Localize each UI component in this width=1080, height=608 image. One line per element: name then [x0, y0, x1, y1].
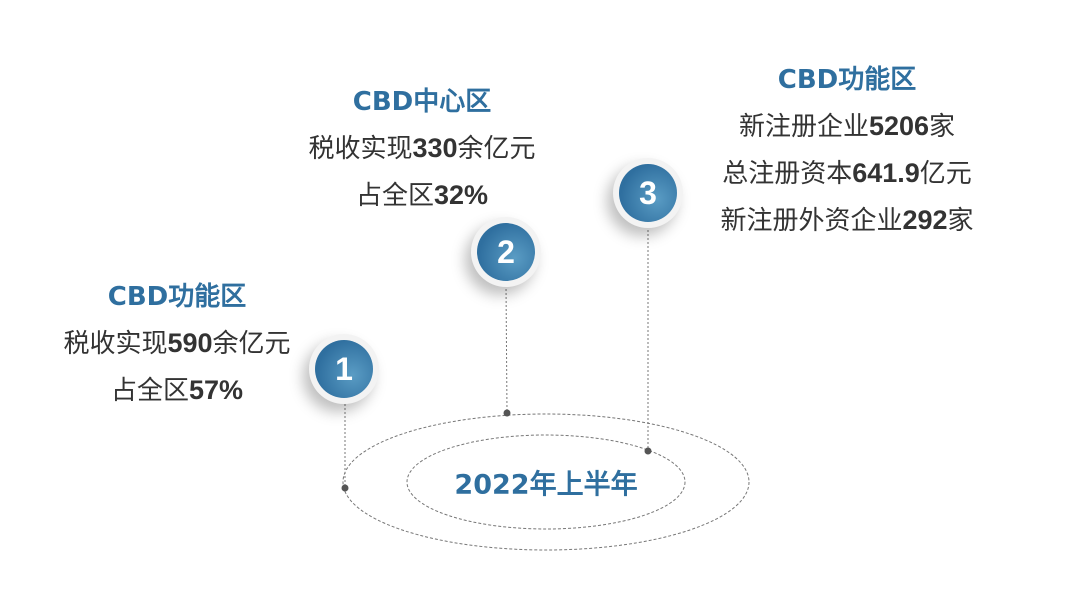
- number-badge-1: 1: [309, 334, 379, 404]
- stat-text: 亿元: [919, 159, 972, 189]
- inner-orbit: [406, 434, 686, 530]
- stat-value: 641.9: [852, 158, 920, 188]
- stat-text: 余亿元: [457, 134, 536, 164]
- stat-text: 新注册企业: [738, 112, 869, 142]
- stat-value: 5206: [868, 111, 930, 141]
- stat-text: 税收实现: [308, 134, 413, 164]
- stat-text: 总注册资本: [722, 159, 853, 189]
- badge-number: 3: [619, 164, 677, 222]
- stat-text: 余亿元: [212, 329, 291, 359]
- block-title: CBD中心区: [352, 87, 492, 117]
- stat-text: 占全区: [355, 181, 434, 211]
- block-line: 占全区57%: [63, 367, 290, 414]
- stat-value: 32%: [433, 180, 489, 210]
- stat-text: 税收实现: [63, 329, 168, 359]
- block-line: 新注册企业5206家: [720, 103, 973, 150]
- stat-text: 家: [929, 112, 956, 142]
- block-line: 税收实现330余亿元: [308, 125, 535, 172]
- badge-number: 1: [315, 340, 373, 398]
- block-line: 新注册外资企业292家: [720, 197, 973, 244]
- stat-value: 590: [167, 328, 213, 358]
- anchor-dot-1: [341, 484, 349, 492]
- badge-number: 2: [477, 223, 535, 281]
- stat-value: 292: [902, 205, 948, 235]
- anchor-dot-3: [644, 447, 652, 455]
- outer-orbit: [342, 413, 750, 551]
- block-line: 占全区32%: [308, 172, 535, 219]
- stat-text: 占全区: [110, 376, 189, 406]
- stat-value: 330: [412, 133, 458, 163]
- info-block-2: CBD中心区税收实现330余亿元占全区32%: [308, 79, 535, 219]
- info-block-1: CBD功能区税收实现590余亿元占全区57%: [63, 274, 290, 414]
- info-block-3: CBD功能区新注册企业5206家总注册资本641.9亿元新注册外资企业292家: [720, 57, 973, 244]
- stat-text: 家: [947, 206, 974, 236]
- period-label: 2022年上半年: [454, 469, 638, 501]
- number-badge-3: 3: [613, 158, 683, 228]
- block-line: 总注册资本641.9亿元: [720, 150, 973, 197]
- stat-value: 57%: [188, 375, 244, 405]
- block-title: CBD功能区: [777, 65, 917, 95]
- connector-2: [505, 284, 508, 414]
- block-line: 税收实现590余亿元: [63, 320, 290, 367]
- number-badge-2: 2: [471, 217, 541, 287]
- stat-text: 新注册外资企业: [720, 206, 903, 236]
- anchor-dot-2: [503, 409, 511, 417]
- block-title: CBD功能区: [107, 282, 247, 312]
